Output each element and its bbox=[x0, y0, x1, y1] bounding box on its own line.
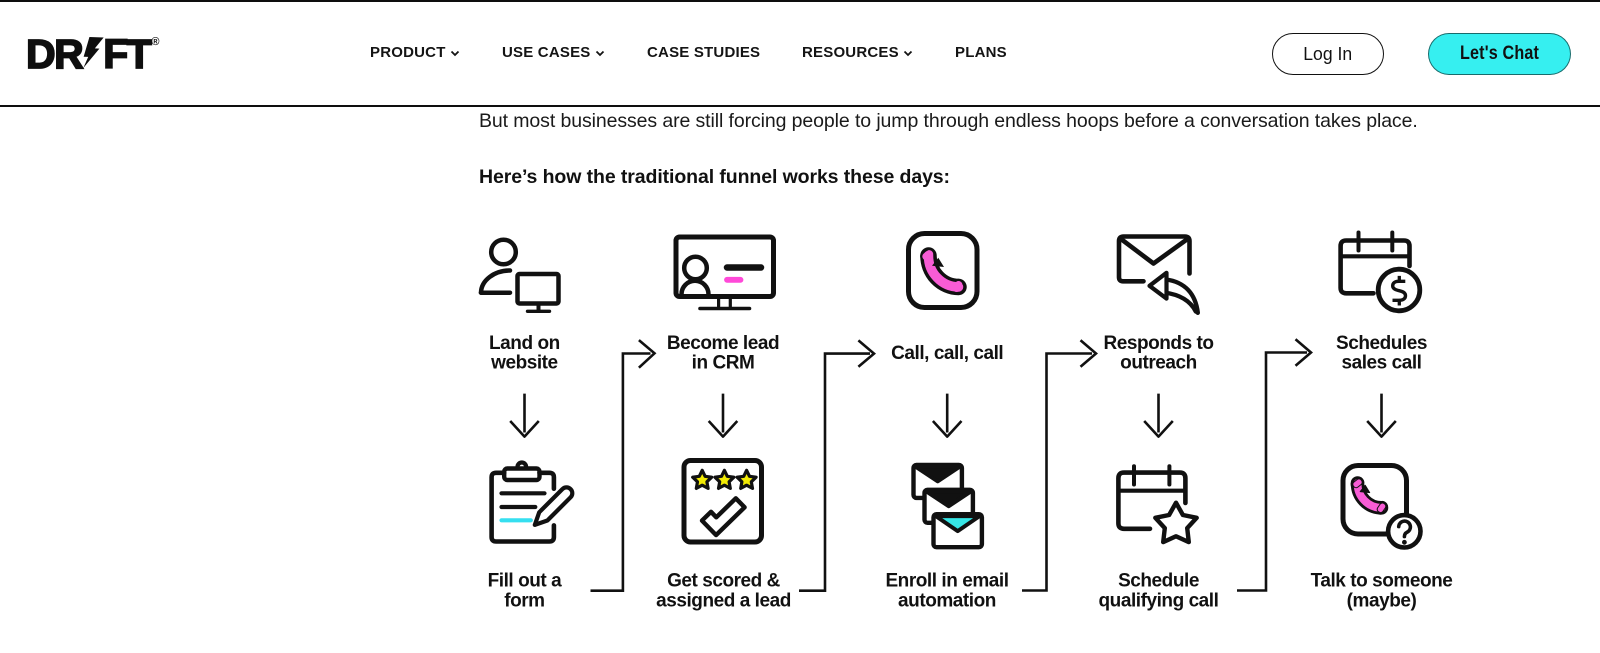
svg-text:Call, call, call: Call, call, call bbox=[891, 343, 1003, 364]
svg-text:website: website bbox=[490, 352, 558, 373]
svg-text:sales call: sales call bbox=[1341, 352, 1421, 373]
svg-text:Schedule: Schedule bbox=[1118, 570, 1199, 591]
svg-text:outreach: outreach bbox=[1120, 352, 1197, 373]
svg-text:Land on: Land on bbox=[489, 333, 560, 354]
svg-text:Schedules: Schedules bbox=[1336, 333, 1427, 354]
svg-text:in CRM: in CRM bbox=[692, 352, 755, 373]
svg-text:(maybe): (maybe) bbox=[1347, 590, 1417, 611]
svg-text:automation: automation bbox=[898, 590, 996, 611]
svg-text:assigned a lead: assigned a lead bbox=[656, 590, 791, 611]
svg-text:Enroll in email: Enroll in email bbox=[885, 570, 1008, 591]
svg-text:Get scored &: Get scored & bbox=[667, 570, 781, 591]
svg-text:Talk to someone: Talk to someone bbox=[1311, 570, 1453, 591]
svg-text:qualifying call: qualifying call bbox=[1099, 590, 1219, 611]
svg-text:form: form bbox=[504, 590, 544, 611]
svg-text:Become lead: Become lead bbox=[667, 333, 779, 354]
svg-text:Fill out a: Fill out a bbox=[488, 570, 562, 591]
svg-text:Responds to: Responds to bbox=[1103, 333, 1213, 354]
